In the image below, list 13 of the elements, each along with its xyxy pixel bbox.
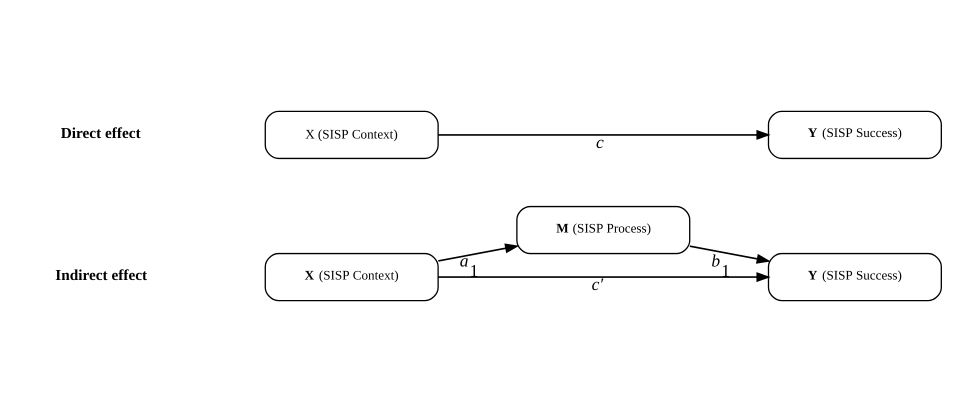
node-box: Y (SISP Success) — [767, 252, 942, 302]
label: Indirect effect — [54, 267, 147, 284]
edge-label: c′ — [591, 274, 603, 294]
arrow — [438, 243, 519, 262]
node-box: X (SISP Context) — [264, 252, 438, 302]
node-box: M (SISP Process) — [516, 206, 690, 254]
label: Direct effect — [60, 124, 140, 142]
arrow — [689, 245, 770, 264]
arrow — [438, 272, 770, 282]
edge-label: c — [595, 132, 604, 152]
arrow — [438, 130, 770, 140]
node-box: X (SISP Context) — [264, 110, 438, 160]
node-box: Y (SISP Success) — [767, 110, 942, 160]
